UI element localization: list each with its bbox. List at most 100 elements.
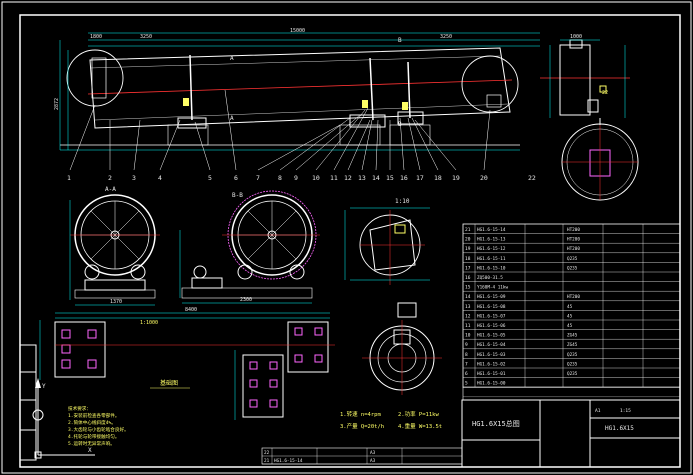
callout-20: 20: [480, 174, 488, 182]
bom-part-code: HG1.6-15-09: [477, 294, 506, 300]
tech-note-3: 3.大齿轮与小齿轮啮合良好。: [68, 426, 129, 433]
callout-13: 13: [358, 174, 366, 182]
drawing-frame: [19, 14, 681, 468]
rev-item-no: 21: [264, 458, 270, 464]
bom-material: Q235: [567, 352, 578, 358]
bom-material: Q235: [567, 371, 578, 377]
bom-item-no: 10: [465, 333, 471, 339]
tech-note-0: 技术要求：: [68, 405, 91, 412]
spec-notes: 1.转速 n=4rpm 2.功率 P=11kw 3.产量 Q=20t/h 4.重…: [340, 410, 442, 430]
title-block-code: HG1.6X15: [605, 425, 634, 432]
rev-part-code: HG1.6-15-14: [274, 458, 303, 464]
tech-note-1: 1.安装前检查各零部件。: [68, 412, 119, 419]
callout-7: 7: [256, 174, 260, 182]
title-block-name: HG1.6X15总图: [472, 419, 520, 428]
bom-material: HT200: [567, 294, 580, 300]
bom-item-no: 5: [465, 381, 468, 387]
bom-item-no: 6: [465, 371, 468, 377]
foundation-plan: 8400 1:1000 基础图: [39, 307, 335, 420]
bom-part-code: HG1.6-15-00: [477, 381, 506, 387]
bom-material: ZG45: [567, 342, 578, 348]
spec-output: 3.产量 Q=20t/h: [340, 422, 384, 430]
rev-size: A3: [370, 450, 376, 456]
gear-section-detail: [362, 302, 442, 395]
spec-rpm: 1.转速 n=4rpm: [340, 410, 381, 418]
bom-part-code: HG1.6-15-08: [477, 304, 506, 310]
bom-part-code: HG1.6-15-06: [477, 323, 506, 329]
svg-text:1:1000: 1:1000: [140, 320, 158, 326]
tech-note-5: 5.运转时无异常声响。: [68, 440, 115, 447]
bom-material: 45: [567, 313, 573, 319]
foundation-view-label: 基础图: [160, 379, 178, 387]
technical-notes: 技术要求： 1.安装前检查各零部件。 2.筒体中心线斜度4%。 3.大齿轮与小齿…: [68, 405, 129, 447]
bom-part-code: HG1.6-15-13: [477, 237, 506, 243]
callout-9: 9: [294, 174, 298, 182]
bom-part-code: HG1.6-15-14: [477, 227, 506, 233]
left-margin-strip: [19, 344, 37, 461]
callout-4: 4: [158, 174, 162, 182]
detail-view-1-10: 1:10: [344, 198, 430, 285]
callout-6: 6: [234, 174, 238, 182]
bom-item-no: 9: [465, 342, 468, 348]
bom-part-code: HG1.6-15-01: [477, 371, 506, 377]
bom-item-no: 13: [465, 304, 471, 310]
bom-item-no: 16: [465, 275, 471, 281]
end-view-top-right: 1000 22: [540, 34, 630, 118]
bom-item-no: 11: [465, 323, 471, 329]
section-a-label: A-A: [105, 186, 116, 193]
callout-11: 11: [330, 174, 338, 182]
callout-3: 3: [132, 174, 136, 182]
bom-row: 8 HG1.6-15-03 Q235: [463, 352, 680, 359]
bom-item-no: 12: [465, 313, 471, 319]
bom-item-no: 21: [465, 227, 471, 233]
callout-14: 14: [372, 174, 380, 182]
title-block: HG1.6X15总图 HG1.6X15 A1 1:15: [461, 399, 681, 468]
bom-material: Q235: [567, 256, 578, 262]
callout-19: 19: [452, 174, 460, 182]
svg-text:A: A: [230, 115, 234, 122]
bom-part-code: HG1.6-15-10: [477, 265, 506, 271]
svg-text:8400: 8400: [185, 307, 197, 313]
dim-overall: 15000: [290, 28, 305, 34]
bom-material: HT200: [567, 227, 580, 233]
bom-part-code: HG1.6-15-04: [477, 342, 506, 348]
bom-material: Q235: [567, 361, 578, 367]
bom-material: HT200: [567, 246, 580, 252]
bom-row: 9 HG1.6-15-04 ZG45: [463, 342, 680, 349]
bom-item-no: 20: [465, 237, 471, 243]
callout-22: 22: [528, 174, 536, 182]
bom-item-no: 17: [465, 265, 471, 271]
bom-row: 11 HG1.6-15-06 45: [463, 323, 680, 330]
bom-item-no: 8: [465, 352, 468, 358]
svg-text:22: 22: [602, 90, 608, 96]
kiln-centerline: [87, 79, 513, 95]
bom-row: 6 HG1.6-15-01 Q235: [463, 371, 680, 378]
bom-item-no: 19: [465, 246, 471, 252]
bom-part-code: ZQ500-31.5: [477, 275, 503, 281]
bom-item-no: 15: [465, 285, 471, 291]
callout-1: 1: [67, 174, 71, 182]
callout-5: 5: [208, 174, 212, 182]
section-a-a: A-A 1370: [69, 186, 160, 306]
bom-part-code: HG1.6-15-03: [477, 352, 506, 358]
svg-text:B: B: [398, 37, 402, 44]
svg-text:1:15: 1:15: [620, 408, 631, 414]
callout-10: 10: [312, 174, 320, 182]
svg-text:X: X: [88, 447, 92, 454]
callout-12: 12: [344, 174, 352, 182]
bom-item-no: 7: [465, 361, 468, 367]
bom-material: 45: [567, 323, 573, 329]
ucs-icon: Y X: [32, 378, 95, 459]
bom-material: HT200: [567, 237, 580, 243]
bom-part-code: HG1.6-15-05: [477, 333, 506, 339]
bom-part-code: HG1.6-15-11: [477, 256, 506, 262]
